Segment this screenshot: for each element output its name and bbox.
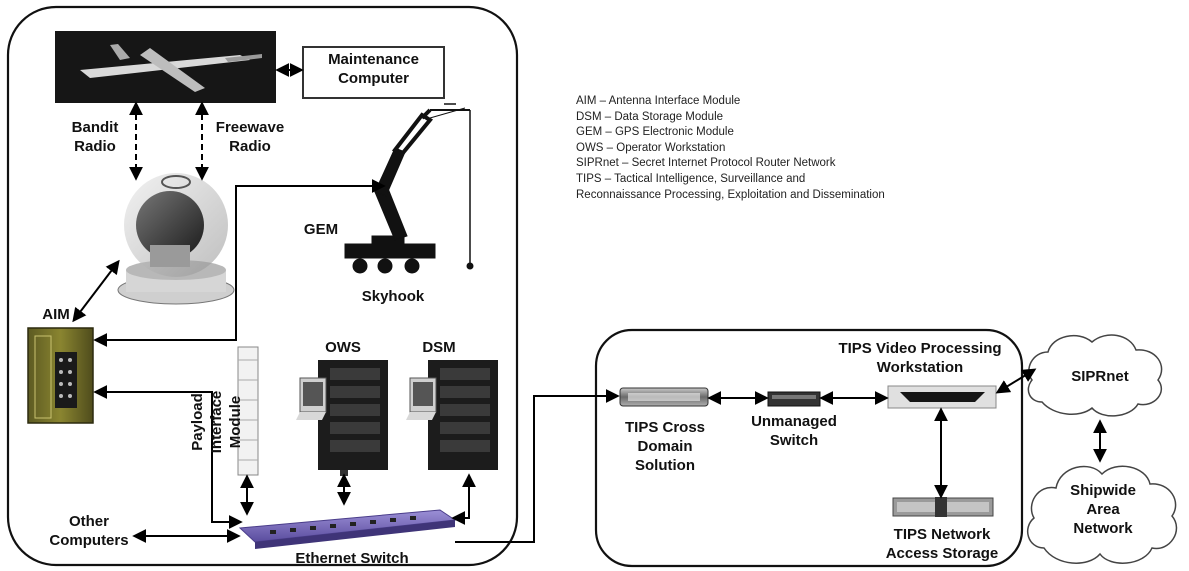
tips-nas-line-2: Access Storage — [885, 545, 999, 562]
freewave-radio-label: Freewave Radio — [208, 118, 292, 156]
conn-vpw-siprnet — [995, 368, 1037, 394]
conn-aim-skyhook — [93, 179, 386, 347]
tips-cds-line-2: Domain — [637, 438, 693, 455]
aim-label: AIM — [42, 306, 70, 323]
tips-vpw-line-1: TIPS Video Processing — [838, 340, 1002, 357]
legend-item-tips-cont: Reconnaissance Processing, Exploitation … — [576, 188, 885, 201]
legend-item-ows: OWS – Operator Workstation — [576, 141, 726, 154]
payload-line-2: Interface — [208, 390, 225, 454]
shipwide-cloud-icon — [1026, 465, 1178, 564]
tips-nas-line-1: TIPS Network — [893, 526, 991, 543]
ows-label: OWS — [325, 339, 361, 356]
dsm-label: DSM — [422, 339, 456, 356]
tips-boundary — [594, 328, 1024, 568]
ethernet-switch-icon — [238, 509, 457, 549]
freewave-line-2: Radio — [229, 138, 271, 155]
shipwide-label: Shipwide Area Network — [1058, 481, 1148, 538]
other-computers-label: Other Computers — [44, 512, 134, 550]
conn-dome-aim — [72, 259, 120, 323]
skyhook-crane-icon — [344, 103, 474, 274]
skyhook-label: Skyhook — [361, 288, 425, 305]
tips-cds-line-1: TIPS Cross — [624, 419, 706, 436]
maintenance-computer-box — [302, 46, 445, 99]
aim-cabinet-icon — [27, 327, 94, 424]
siprnet-label: SIPRnet — [1071, 368, 1129, 385]
payload-line-1: Payload — [189, 393, 206, 451]
payload-interface-module-label: Payload Interface Module — [188, 352, 248, 492]
tips-cds-device-icon — [619, 387, 709, 407]
conn-dsm-ethernet — [451, 473, 476, 525]
tips-cds-line-3: Solution — [635, 457, 695, 474]
unmanaged-line-1: Unmanaged — [751, 413, 837, 430]
legend-item-siprnet: SIPRnet – Secret Internet Protocol Route… — [576, 157, 836, 170]
shipwide-line-2: Area — [1086, 501, 1120, 518]
maintenance-line-2: Computer — [338, 70, 409, 87]
connectors — [72, 63, 1107, 543]
dsm-rack-icon — [406, 360, 498, 470]
conn-ethernet-cds — [455, 389, 620, 543]
tips-nas-label: TIPS Network Access Storage — [880, 525, 1004, 563]
ethernet-switch-label: Ethernet Switch — [295, 550, 409, 567]
tips-vpw-line-2: Workstation — [876, 359, 964, 376]
maintenance-line-1: Maintenance — [328, 51, 419, 68]
legend-item-aim: AIM – Antenna Interface Module — [576, 95, 741, 107]
shipwide-line-3: Network — [1073, 520, 1133, 537]
maintenance-computer-label: Maintenance Computer — [303, 50, 444, 88]
legend-item-dsm: DSM – Data Storage Module — [576, 110, 724, 123]
shipwide-line-1: Shipwide — [1070, 482, 1136, 499]
conn-aim-ethernet — [93, 385, 243, 529]
tips-nas-device-icon — [892, 497, 994, 517]
legend-item-tips: TIPS – Tactical Intelligence, Surveillan… — [576, 172, 806, 185]
ship-boundary — [6, 5, 519, 567]
freewave-line-1: Freewave — [215, 119, 285, 136]
bandit-radio-label: Bandit Radio — [62, 118, 128, 156]
tips-vpw-device-icon — [887, 385, 997, 409]
uav-aircraft-icon — [55, 31, 276, 103]
other-line-2: Computers — [49, 532, 129, 549]
gem-label: GEM — [303, 221, 339, 238]
unmanaged-line-2: Switch — [769, 432, 819, 449]
antenna-dome-icon — [117, 173, 235, 305]
unmanaged-switch-icon — [767, 391, 821, 407]
unmanaged-switch-label: Unmanaged Switch — [742, 412, 846, 450]
bandit-line-1: Bandit — [71, 119, 119, 136]
tips-cds-label: TIPS Cross Domain Solution — [610, 418, 720, 475]
payload-line-3: Module — [227, 395, 244, 449]
other-line-1: Other — [68, 513, 109, 530]
ows-rack-icon — [296, 360, 388, 476]
bandit-line-2: Radio — [74, 138, 116, 155]
tips-vpw-label: TIPS Video Processing Workstation — [822, 339, 1018, 377]
legend-item-gem: GEM – GPS Electronic Module — [576, 126, 734, 139]
acronym-legend: AIM – Antenna Interface Module DSM – Dat… — [576, 94, 885, 203]
